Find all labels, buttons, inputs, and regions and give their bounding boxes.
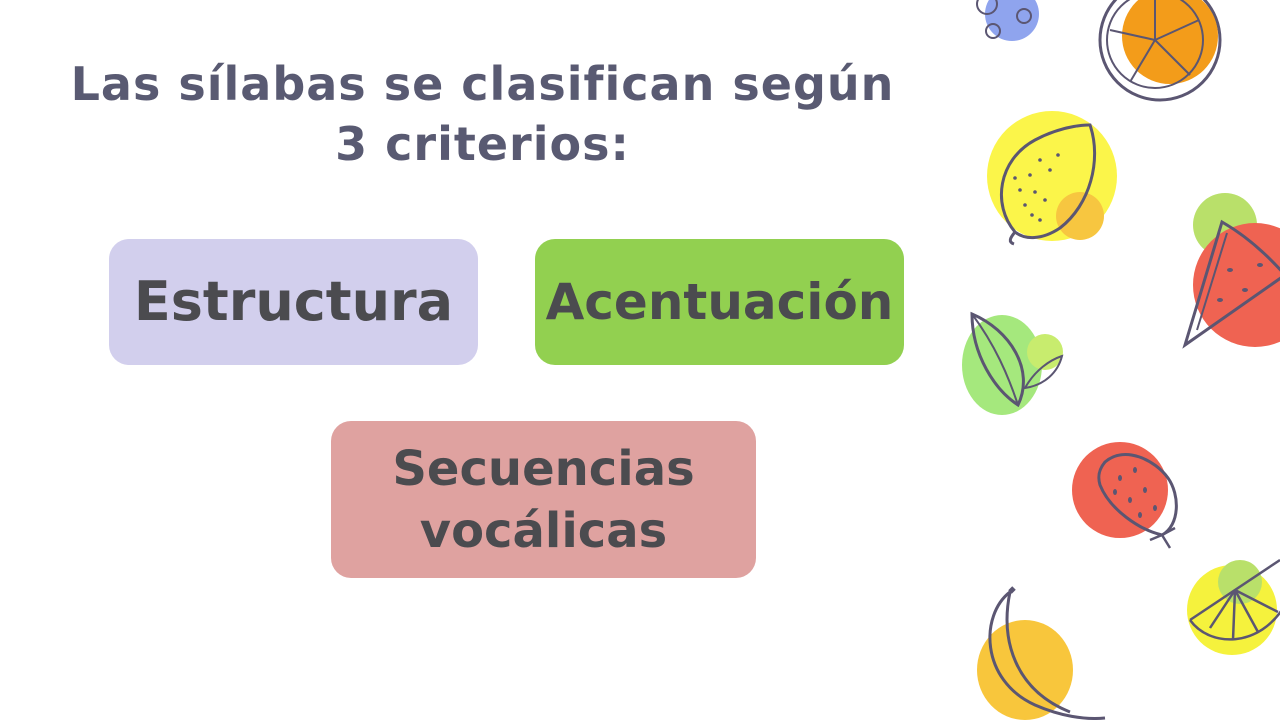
card-acentuacion[interactable]: Acentuación [535, 239, 904, 365]
blueberry-icon [976, 0, 1039, 41]
watermelon-slice-icon [1182, 193, 1280, 349]
fruit-decorations [940, 0, 1280, 720]
lime-slice-icon [1187, 558, 1280, 655]
card-estructura[interactable]: Estructura [109, 239, 478, 365]
card-label-secuencias: Secuencias vocálicas [392, 440, 695, 559]
slide-title: Las sílabas se clasifican según 3 criter… [70, 57, 895, 171]
card-label-acentuacion: Acentuación [545, 273, 894, 331]
orange-slice-icon [1098, 0, 1222, 102]
banana-icon [977, 586, 1106, 720]
leaf-icon [962, 311, 1064, 415]
card-secuencias-vocalicas[interactable]: Secuencias vocálicas [331, 421, 756, 578]
strawberry-icon [1072, 442, 1178, 549]
lemon-icon [987, 111, 1117, 246]
card-label-estructura: Estructura [133, 270, 454, 333]
